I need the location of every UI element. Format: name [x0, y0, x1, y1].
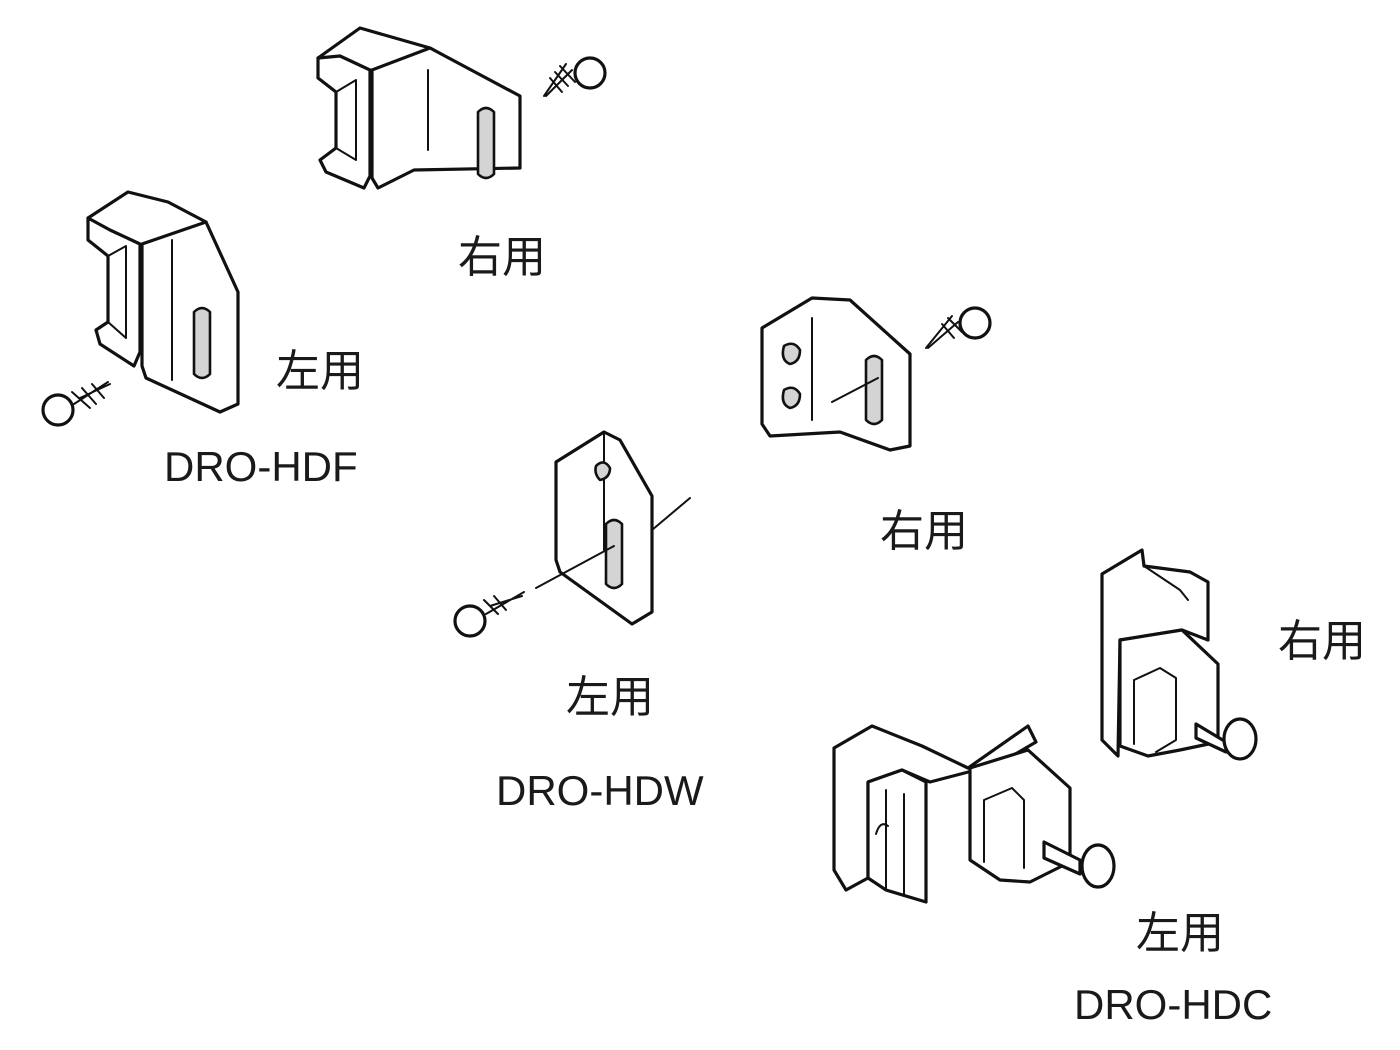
hdf-right-bracket	[316, 26, 522, 190]
hdc-right-bracket	[1100, 548, 1228, 758]
hdf-model-label: DRO-HDF	[164, 443, 358, 490]
hdc-model-label: DRO-HDC	[1074, 981, 1273, 1028]
hdw-left-bracket	[535, 430, 691, 626]
hdf-left-label: 左用	[276, 346, 364, 397]
hdf-right-screw-icon	[543, 56, 607, 97]
hdc-left-thumb-screw-icon	[1080, 843, 1116, 889]
hdf-left-bracket	[86, 190, 240, 414]
hdw-left-screw-icon	[453, 591, 525, 638]
hdw-right-bracket	[760, 296, 912, 452]
hdc-left-bracket	[832, 724, 1082, 904]
hdw-right-label: 右用	[880, 506, 968, 557]
hdc-right-label: 右用	[1278, 616, 1366, 667]
hdf-left-screw-icon	[41, 381, 111, 427]
hdf-right-label: 右用	[458, 232, 546, 283]
hdw-model-label: DRO-HDW	[496, 767, 704, 814]
hdw-right-screw-icon	[925, 306, 992, 349]
hdc-left-label: 左用	[1136, 908, 1224, 959]
hdw-left-label: 左用	[566, 672, 654, 723]
hdc-right-thumb-screw-icon	[1222, 717, 1258, 761]
